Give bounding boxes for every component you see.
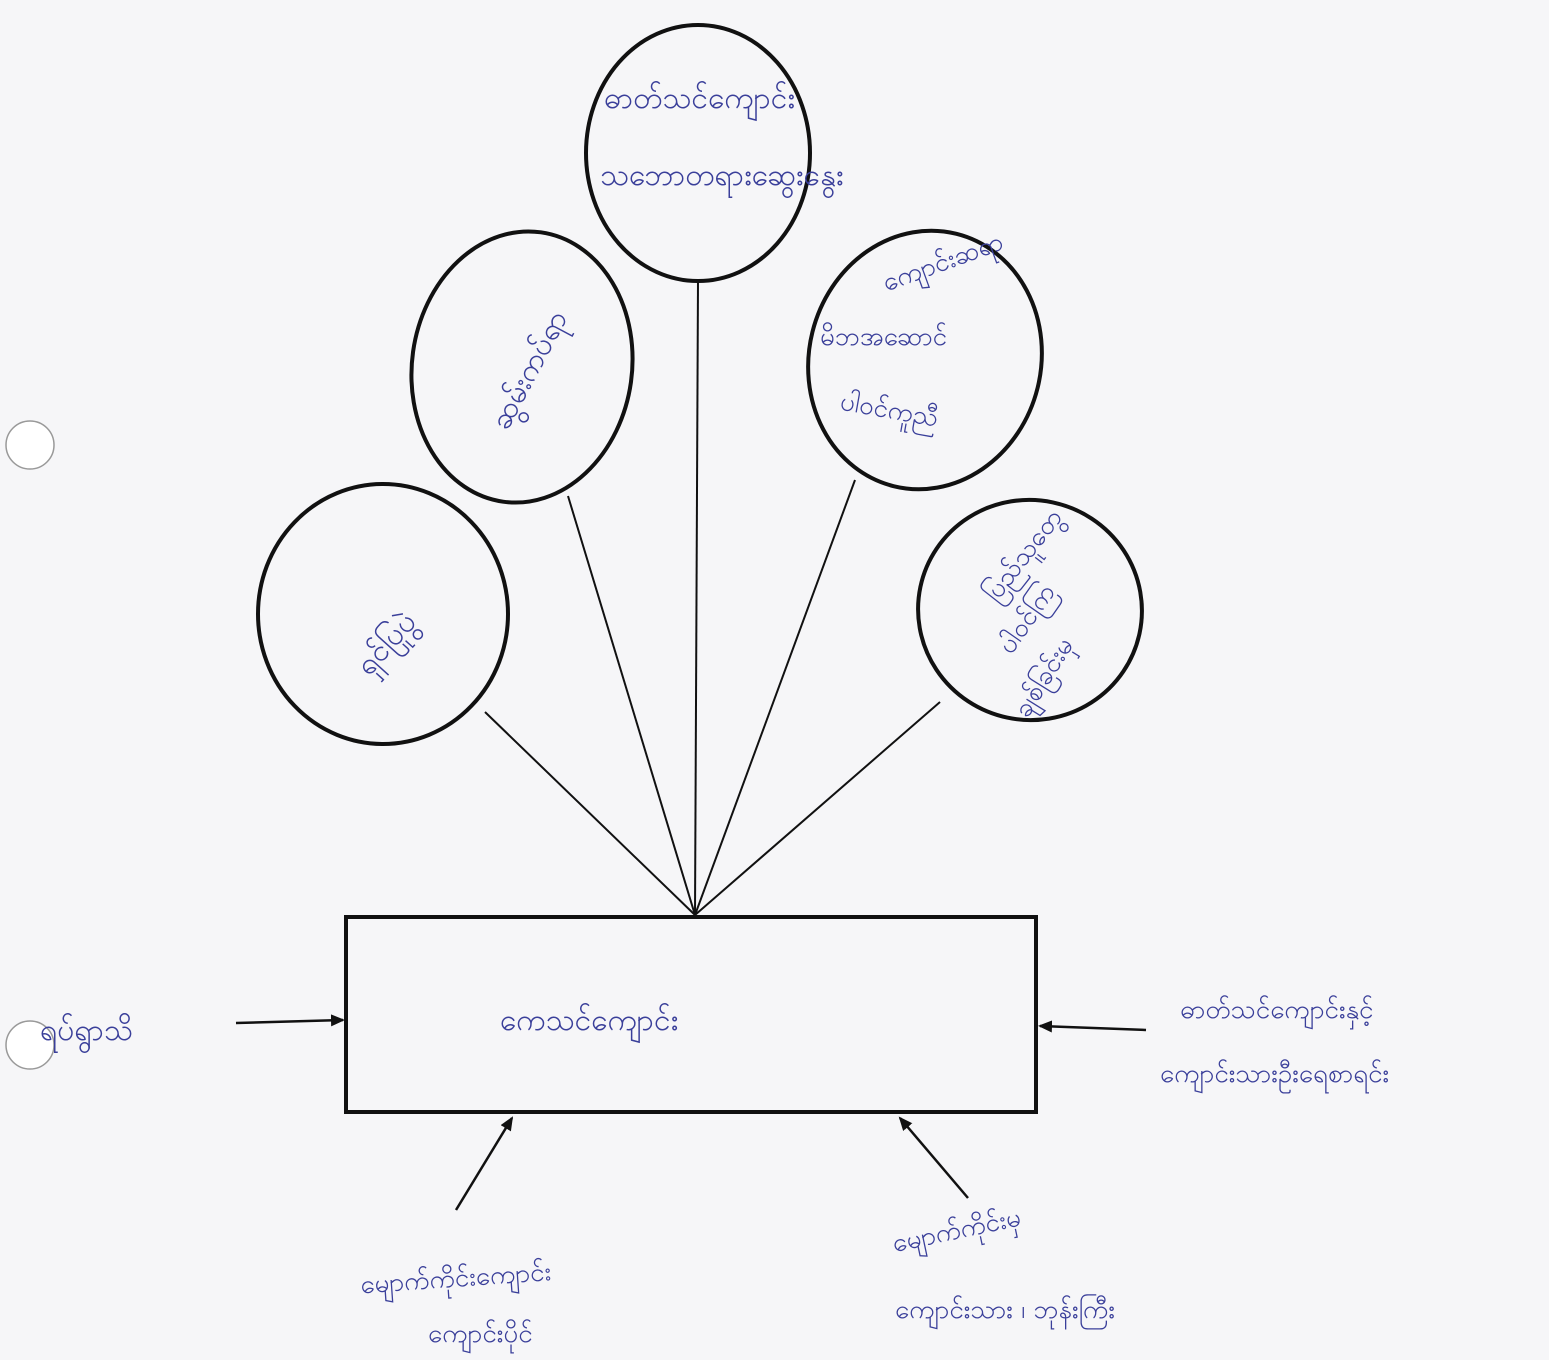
arrow-bottom-left bbox=[454, 1116, 514, 1211]
connector-upper-right bbox=[694, 479, 856, 916]
balloon-left-text: ရှင်ပြုပွဲ bbox=[347, 603, 428, 686]
connector-left bbox=[484, 711, 696, 916]
balloon-top-text-1: ဓာတ်သင်ကျောင်း bbox=[604, 81, 795, 122]
balloon-top bbox=[584, 23, 812, 283]
input-bottom-right-label-2: ကျောင်းသား ၊ ဘုန်းကြီး bbox=[895, 1292, 1115, 1330]
balloon-top-text-2: သဘောတရားဆွေးနွေး bbox=[600, 158, 843, 199]
input-bottom-right-label-1: မျောက်ကိုင်းမှ bbox=[889, 1202, 1024, 1264]
input-left-label: ရပ်ရွာသိ bbox=[40, 1013, 133, 1054]
balloon-upper-left bbox=[409, 229, 635, 505]
connector-right bbox=[694, 701, 941, 916]
balloon-upper-right-text-3: ပါဝင်ကူညီ bbox=[837, 386, 941, 439]
binder-hole-top bbox=[5, 420, 55, 470]
balloon-upper-right bbox=[806, 228, 1044, 492]
input-right-label-2: ကျောင်းသားဦးရေစာရင်း bbox=[1160, 1058, 1389, 1094]
balloon-upper-left-text: ဆွမ်းကပ်ရာ bbox=[483, 304, 580, 438]
balloon-right bbox=[916, 497, 1144, 723]
arrow-bottom-right bbox=[898, 1116, 969, 1199]
connector-lines bbox=[484, 279, 941, 916]
input-bottom-left-label-1: မျောက်ကိုင်းကျောင်း bbox=[359, 1256, 552, 1305]
arrow-right bbox=[1038, 1020, 1147, 1033]
input-arrows bbox=[235, 1014, 1147, 1211]
center-box-label: ကေသင်ကျောင်း bbox=[500, 1003, 678, 1044]
center-box bbox=[344, 915, 1038, 1114]
binder-hole-bottom bbox=[5, 1020, 55, 1070]
connector-top bbox=[694, 279, 699, 916]
input-bottom-left-label-2: ကျောင်းပိုင် bbox=[428, 1318, 533, 1354]
input-right-label-1: ဓာတ်သင်ကျောင်းနှင့် bbox=[1180, 994, 1373, 1030]
connector-upper-left bbox=[567, 495, 696, 916]
balloon-left bbox=[256, 482, 510, 746]
balloon-upper-right-text-2: မိဘအဆောင် bbox=[820, 321, 947, 352]
balloons bbox=[256, 23, 1144, 746]
arrow-left bbox=[235, 1014, 345, 1027]
